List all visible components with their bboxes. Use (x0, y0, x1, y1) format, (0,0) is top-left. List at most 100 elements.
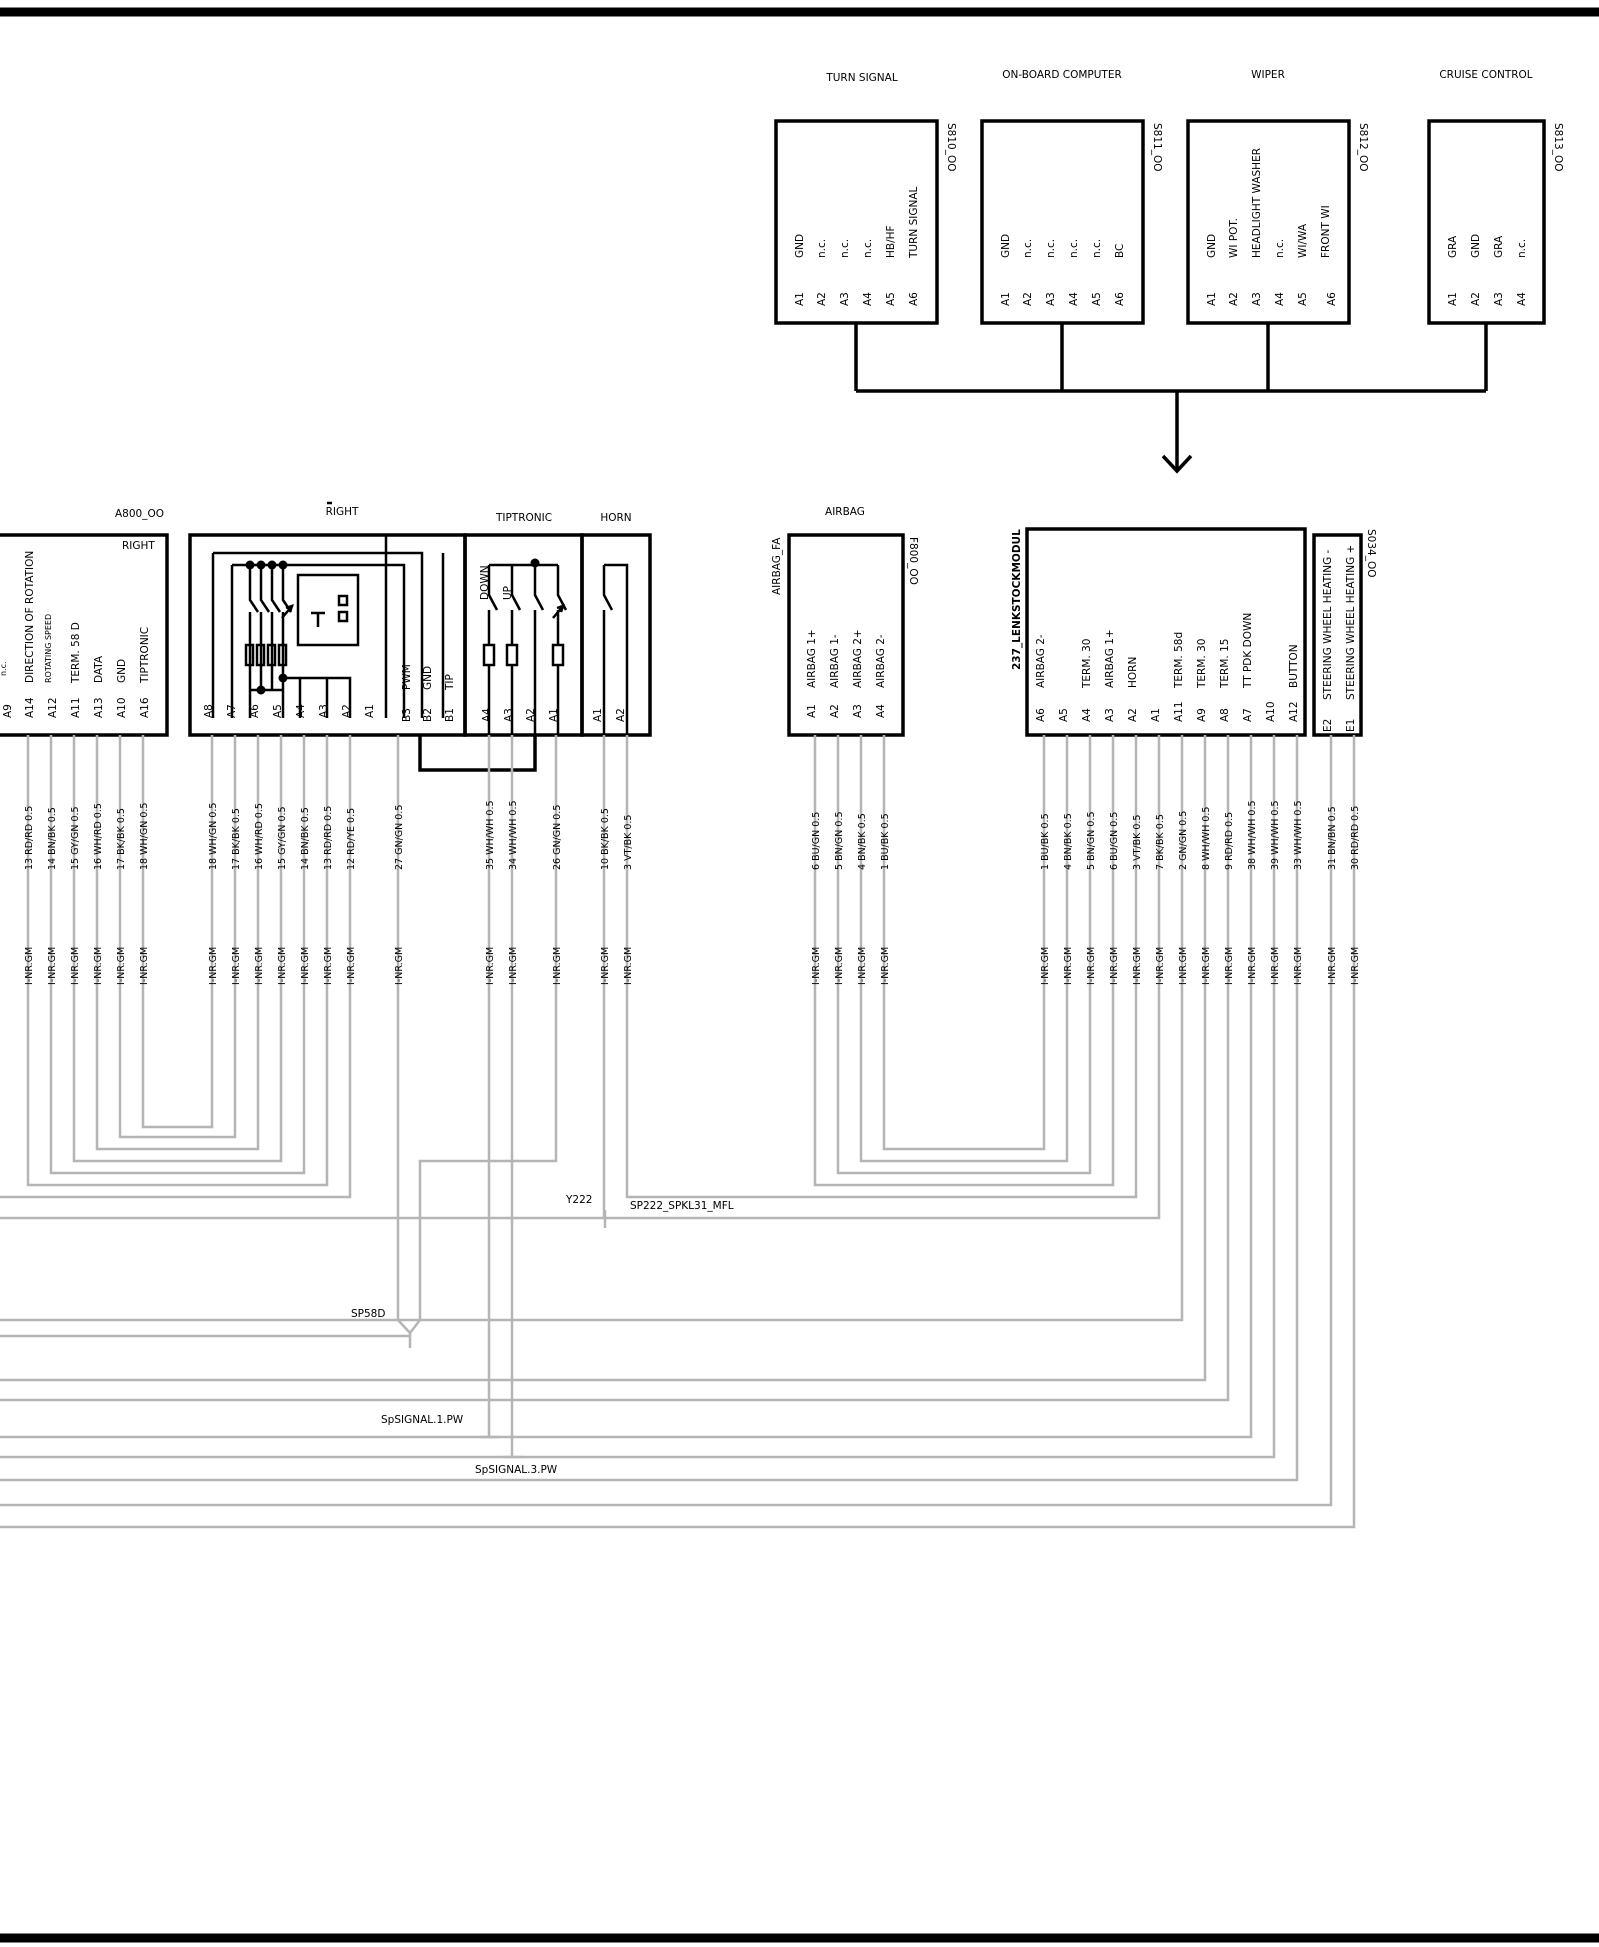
wire-label: 17 BK/BK 0.5 (231, 808, 242, 870)
pin-label: A10 (116, 697, 128, 718)
signal-label: n.c. (1045, 239, 1057, 258)
module-id: A800_OO (115, 508, 164, 520)
harness-label: I-NR.GM (1178, 947, 1189, 985)
signal-label: DATA (93, 655, 105, 683)
wire-label: 2 GN/GN 0.5 (1178, 811, 1189, 870)
harness-label: I-NR.GM (394, 947, 405, 985)
wire-label: 17 BK/BK 0.5 (116, 808, 127, 870)
pin-label: A2 (525, 708, 537, 722)
signal-label: PWM (401, 664, 413, 690)
module-title: 237_LENKSTOCKMODUL (1011, 529, 1023, 670)
signal-label: AIRBAG 2+ (852, 629, 864, 688)
signal-label: TIPTRONIC (139, 627, 151, 684)
wire-label: 27 GN/GN 0.5 (394, 805, 405, 870)
signal-label: TERM. 15 (1219, 639, 1231, 689)
harness-label: I-NR.GM (346, 947, 357, 985)
signal-label: GND (794, 234, 806, 258)
pin-label: A9 (2, 704, 14, 718)
signal-label: TT PDK DOWN (1242, 613, 1254, 689)
signal-label: TERM. 58 D (70, 622, 82, 684)
splice-sp222: SP222_SPKL31_MFL (630, 1200, 734, 1212)
signal-label: n.c. (1022, 239, 1034, 258)
signal-label: n.c. (1516, 239, 1528, 258)
harness-label: I-NR.GM (47, 947, 58, 985)
pin-label: A1 (806, 704, 818, 718)
pin-label: A4 (295, 704, 307, 718)
signal-label: n.c. (1091, 239, 1103, 258)
harness-label: I-NR.GM (208, 947, 219, 985)
wire-label: 16 WH/RD 0.5 (254, 803, 265, 870)
pin-label: A3 (318, 704, 330, 718)
signal-label: STEERING WHEEL HEATING - (1322, 549, 1334, 700)
wire-label: 12 RD/YE 0.5 (346, 808, 357, 870)
harness-label: I-NR.GM (1063, 947, 1074, 985)
signal-label: n.c. (1068, 239, 1080, 258)
wire-label: 10 BK/BK 0.5 (600, 808, 611, 870)
switch-title: ON-BOARD COMPUTER (1002, 69, 1122, 81)
wire-label: 1 BU/BK 0.5 (1040, 813, 1051, 870)
signal-label: n.c. (816, 239, 828, 258)
harness-label: I-NR.GM (1201, 947, 1212, 985)
arrow-down-icon (1161, 454, 1193, 474)
signal-label: AIRBAG 2- (875, 634, 887, 688)
wire-label: 34 WH/WH 0.5 (508, 800, 519, 870)
switch-title: CRUISE CONTROL (1439, 69, 1532, 81)
module-box (1025, 527, 1307, 737)
pin-label: A14 (24, 697, 36, 718)
module-box (787, 533, 905, 737)
pin-label: A7 (1242, 708, 1254, 722)
switch-contacts (244, 560, 352, 718)
wire-labels: 13 RD/RD 0.5 14 BN/BK 0.5 15 GY/GN 0.5 1… (24, 800, 1361, 985)
pin-label: A5 (1297, 292, 1309, 306)
pin-label: A5 (1091, 292, 1103, 306)
pin-label: A3 (839, 292, 851, 306)
wire-label: 38 WH/WH 0.5 (1247, 800, 1258, 870)
module-box (1312, 533, 1363, 737)
signal-label: GND (1206, 234, 1218, 258)
wire-label: 5 BN/GN 0.5 (1086, 812, 1097, 870)
module-horn: HORN A1 A2 (580, 512, 652, 737)
pin-label: A1 (1000, 292, 1012, 306)
pin-label: A1 (1206, 292, 1218, 306)
signal-label: GRA (1447, 235, 1459, 258)
pin-label: A3 (852, 704, 864, 718)
module-id: F800_OO (907, 537, 919, 585)
wire-label: 1 BU/BK 0.5 (880, 813, 891, 870)
harness-label: I-NR.GM (139, 947, 150, 985)
wire-label: 9 RD/RD 0.5 (1224, 812, 1235, 870)
pin-label: A2 (1228, 292, 1240, 306)
wire-label: 8 WH/WH 0.5 (1201, 807, 1212, 870)
wire-label: 4 BN/BK 0.5 (857, 813, 868, 870)
signal-label: DOWN (479, 565, 491, 600)
signal-label: TIP (444, 674, 456, 691)
harness-label: I-NR.GM (1155, 947, 1166, 985)
harness-label: I-NR.GM (231, 947, 242, 985)
pin-label: A5 (1058, 708, 1070, 722)
pin-label: A1 (548, 708, 560, 722)
wire-label: 13 RD/RD 0.5 (24, 806, 35, 870)
wire-harness (0, 735, 1356, 1529)
splice-y222: Y222 (565, 1194, 592, 1206)
splice-spsignal-3: SpSIGNAL.3.PW (475, 1464, 558, 1476)
pin-label: A2 (615, 708, 627, 722)
harness-label: I-NR.GM (1040, 947, 1051, 985)
pin-label: E2 (1322, 719, 1334, 732)
harness-label: I-NR.GM (1350, 947, 1361, 985)
wire-label: 18 WH/GN 0.5 (208, 803, 219, 870)
signal-label: n.c. (0, 661, 8, 676)
switch-title: TURN SIGNAL (825, 72, 898, 84)
pin-label: A1 (364, 704, 376, 718)
switch-id: S813_OO (1552, 123, 1564, 172)
signal-label: BC (1114, 244, 1126, 258)
switch-id: S810_OO (945, 123, 957, 172)
signal-label: TERM. 30 (1196, 639, 1208, 689)
harness-label: I-NR.GM (1247, 947, 1258, 985)
signal-label: HB/HF (885, 225, 897, 258)
harness-label: I-NR.GM (811, 947, 822, 985)
module-airbag: AIRBAG AIRBAG_FA F800_OO A1 A2 A3 A4 AIR… (771, 506, 919, 737)
signal-label: HEADLIGHT WASHER (1251, 148, 1263, 258)
harness-label: I-NR.GM (277, 947, 288, 985)
wire-label: 15 GY/GN 0.5 (277, 806, 288, 870)
module-title: HORN (600, 512, 631, 524)
signal-label: BUTTON (1288, 644, 1300, 688)
